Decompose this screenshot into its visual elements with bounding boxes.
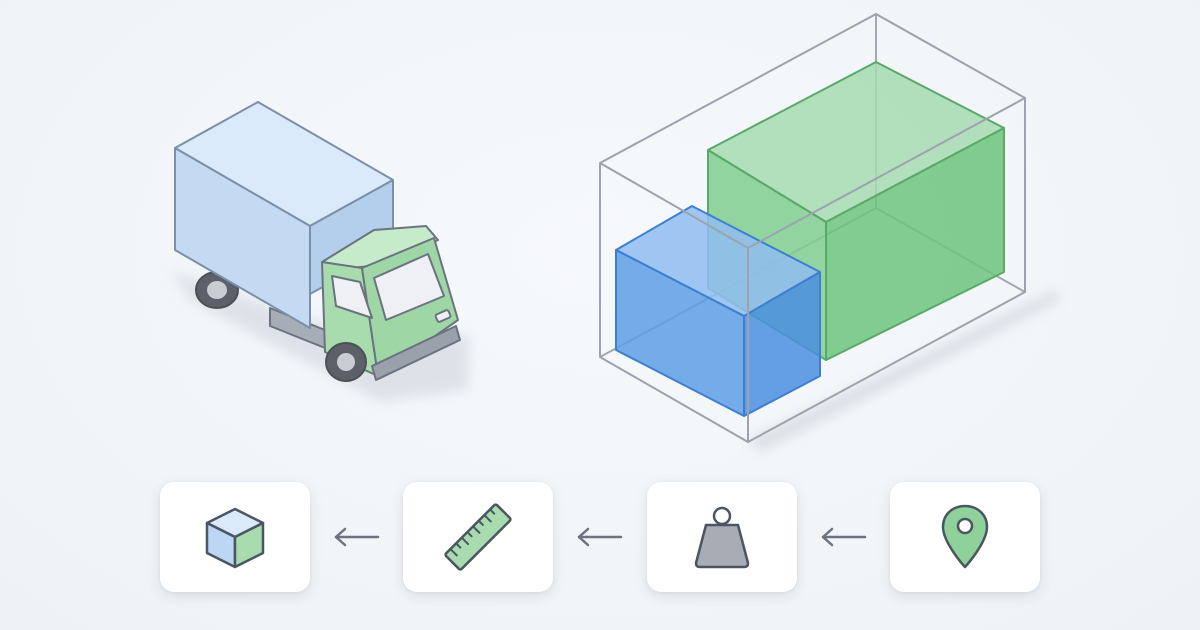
front-wheel [325, 342, 367, 382]
windshield [373, 253, 445, 321]
step-card-weigh[interactable] [647, 482, 797, 592]
delivery-truck [172, 101, 470, 402]
logistics-scene [172, 13, 1060, 452]
cube-icon [205, 507, 265, 569]
step-card-location[interactable] [890, 482, 1040, 592]
headlight [434, 309, 452, 323]
arrow-left-icon [577, 527, 623, 547]
container-shadow [748, 290, 1060, 452]
cargo-container-group [599, 13, 1060, 452]
step-card-measure[interactable] [403, 482, 553, 592]
truck-cab [321, 225, 461, 381]
weight-icon [694, 506, 750, 569]
step-card-package[interactable] [160, 482, 310, 592]
side-window [331, 275, 373, 319]
container-front-edges [599, 13, 1026, 443]
small-blue-box [615, 205, 821, 417]
front-bumper [371, 325, 461, 381]
arrow-left-icon [821, 527, 867, 547]
ruler-icon [444, 503, 512, 571]
arrow-left-icon [334, 527, 380, 547]
location-pin-icon [941, 504, 989, 569]
